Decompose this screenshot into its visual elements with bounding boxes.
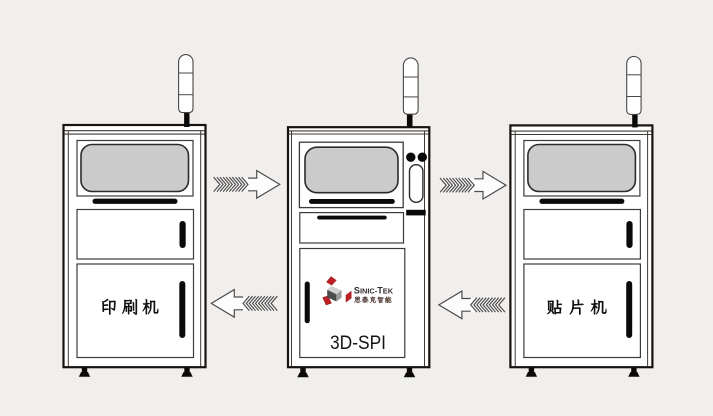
svg-text:3D-SPI: 3D-SPI xyxy=(330,333,386,354)
svg-text:SINIC-TEK: SINIC-TEK xyxy=(354,285,394,295)
